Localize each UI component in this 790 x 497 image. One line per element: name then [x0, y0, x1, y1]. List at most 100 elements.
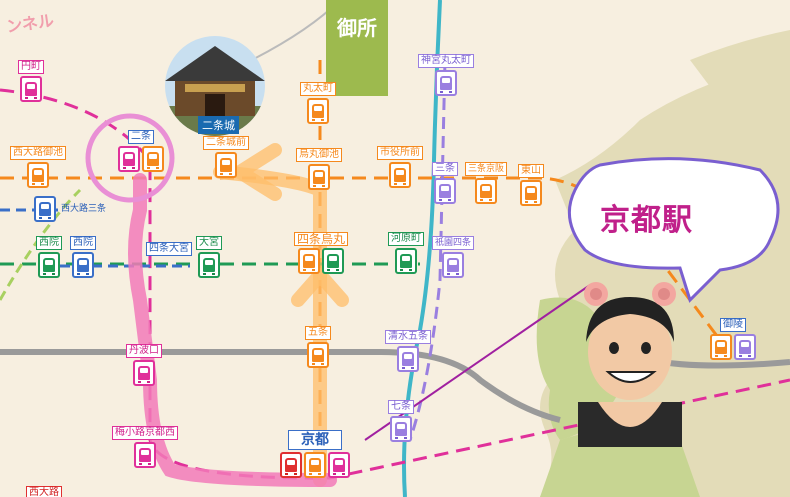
- station-label: 梅小路京都西: [112, 426, 178, 440]
- kintetsu-line: [0, 188, 82, 301]
- station-sanjo-keihan[interactable]: 三条京阪: [465, 162, 508, 204]
- train-icon: [20, 76, 42, 102]
- station-tambaguchi[interactable]: 丹波口: [126, 344, 162, 386]
- train-icon: [389, 162, 411, 188]
- train-icon: [198, 252, 220, 278]
- train-icon: [307, 98, 329, 124]
- train-icon: [395, 248, 417, 274]
- station-nishioji[interactable]: 西大路: [26, 486, 62, 497]
- train-icon: [322, 248, 344, 274]
- station-label: 三条京阪: [465, 162, 508, 176]
- callout-bubble: [567, 157, 780, 303]
- station-higashiyama[interactable]: 東山: [518, 164, 544, 206]
- imperial-palace-area[interactable]: 御所: [326, 0, 388, 96]
- station-label: 烏丸御池: [296, 148, 342, 162]
- station-label: 西院: [70, 236, 96, 250]
- train-icon: [520, 180, 542, 206]
- train-icon: [442, 252, 464, 278]
- station-misasagi[interactable]: 御陵: [710, 318, 756, 360]
- cartoon-guide: [578, 282, 682, 447]
- train-icon: [434, 178, 456, 204]
- train-icon: [72, 252, 94, 278]
- station-label: 御陵: [720, 318, 746, 332]
- train-icon: [142, 146, 164, 172]
- callout-text: 京都駅: [600, 203, 693, 238]
- station-enmachi[interactable]: 円町: [18, 60, 44, 102]
- station-label: 祇園四条: [432, 236, 475, 250]
- station-omiya[interactable]: 大宮: [196, 236, 222, 278]
- station-nijo[interactable]: 二条: [118, 130, 164, 172]
- station-label: 丹波口: [126, 344, 162, 358]
- station-label: 西大路御池: [10, 146, 66, 160]
- station-sanjo[interactable]: 三条: [432, 162, 458, 204]
- train-icon: [328, 452, 350, 478]
- nijo-highlight-circle: [85, 113, 175, 203]
- hills-green-3: [690, 30, 790, 120]
- station-label: 神宮丸太町: [418, 54, 474, 68]
- station-label: 七条: [388, 400, 414, 414]
- station-nishioji-sanjo[interactable]: 西大路三条: [34, 196, 108, 222]
- station-gion-shijo[interactable]: 祇園四条: [432, 236, 475, 278]
- station-shijo-omiya[interactable]: 四条大宮: [146, 242, 192, 256]
- station-karasuma-oike[interactable]: 烏丸御池: [296, 148, 342, 190]
- station-kiyomizu-gojo[interactable]: 清水五条: [385, 330, 431, 372]
- pointer-line: [364, 284, 591, 441]
- station-gojo[interactable]: 五条: [305, 326, 331, 368]
- station-marutamachi[interactable]: 丸太町: [300, 82, 336, 124]
- station-label: 西大路三条: [61, 204, 107, 214]
- station-umekoji-kyotonishi[interactable]: 梅小路京都西: [112, 426, 178, 468]
- train-icon: [298, 248, 320, 274]
- station-label: 京都: [288, 430, 342, 450]
- station-label: 市役所前: [377, 146, 423, 160]
- keihan-line: [408, 59, 447, 441]
- station-jingu-marutamachi[interactable]: 神宮丸太町: [418, 54, 474, 96]
- station-label: 二条城前: [203, 136, 249, 150]
- train-icon: [215, 152, 237, 178]
- train-icon: [34, 196, 56, 222]
- train-icon: [280, 452, 302, 478]
- train-icon: [734, 334, 756, 360]
- station-shijo-karasuma[interactable]: 四条烏丸: [294, 232, 349, 274]
- station-saiin-hankyu[interactable]: 西院: [36, 236, 62, 278]
- train-icon: [27, 162, 49, 188]
- train-icon: [390, 416, 412, 442]
- train-icon: [118, 146, 140, 172]
- route-arrow-1: [233, 143, 282, 201]
- station-label: 三条: [432, 162, 458, 176]
- train-icon: [308, 164, 330, 190]
- station-label: 二条: [128, 130, 154, 144]
- train-icon: [134, 442, 156, 468]
- station-label: 西大路: [26, 486, 62, 497]
- imperial-palace-label: 御所: [337, 16, 377, 40]
- station-label: 四条烏丸: [294, 232, 349, 246]
- road-horizontal: [0, 349, 561, 423]
- route-arrow-2: [291, 268, 349, 307]
- station-shichijo[interactable]: 七条: [388, 400, 414, 442]
- nijo-castle-photo[interactable]: [165, 36, 265, 136]
- station-label: 河原町: [388, 232, 424, 246]
- station-label: 四条大宮: [146, 242, 192, 256]
- train-icon: [475, 178, 497, 204]
- station-label: 円町: [18, 60, 44, 74]
- station-label: 五条: [305, 326, 331, 340]
- station-label: 東山: [518, 164, 544, 178]
- train-icon: [435, 70, 457, 96]
- train-icon: [133, 360, 155, 386]
- station-label: 西院: [36, 236, 62, 250]
- train-icon: [304, 452, 326, 478]
- train-icon: [397, 346, 419, 372]
- station-nijojomae[interactable]: 二条城前: [203, 136, 249, 178]
- train-icon: [307, 342, 329, 368]
- train-icon: [710, 334, 732, 360]
- station-kyoto[interactable]: 京都: [280, 430, 350, 478]
- station-shiyakushomae[interactable]: 市役所前: [377, 146, 423, 188]
- station-kawaramachi[interactable]: 河原町: [388, 232, 424, 274]
- station-label: 清水五条: [385, 330, 431, 344]
- train-icon: [38, 252, 60, 278]
- station-nishioji-oike[interactable]: 西大路御池: [10, 146, 66, 188]
- station-label: 大宮: [196, 236, 222, 250]
- station-label: 丸太町: [300, 82, 336, 96]
- station-saiin-randen[interactable]: 西院: [70, 236, 96, 278]
